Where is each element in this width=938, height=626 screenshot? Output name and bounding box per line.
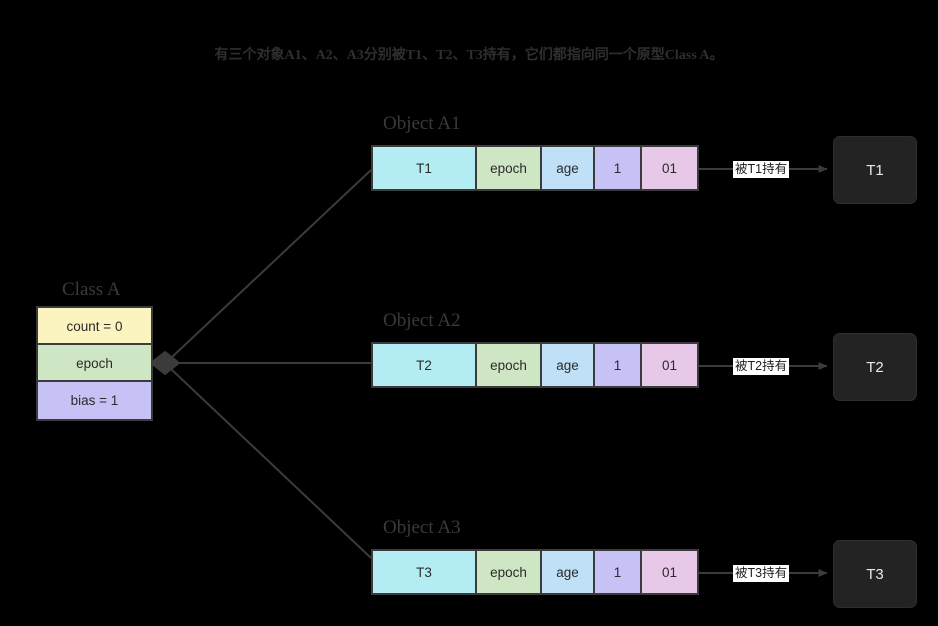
edge-label-held-by-t3: 被T3持有 xyxy=(733,565,790,582)
class-a-heading: Class A xyxy=(62,279,121,300)
object-a1-cell-flag: 01 xyxy=(642,147,697,189)
object-a1-heading: Object A1 xyxy=(383,113,461,134)
thread-box-t1: T1 xyxy=(833,136,917,204)
aggregation-diamond-icon xyxy=(149,350,181,376)
object-a3-cell-epoch: epoch xyxy=(477,551,542,593)
object-a2-cell-name: T2 xyxy=(373,344,477,386)
diagram-title: 有三个对象A1、A2、A3分别被T1、T2、T3持有，它们都指向同一个原型Cla… xyxy=(214,48,724,63)
object-a2-cell-one: 1 xyxy=(595,344,642,386)
object-a3-row: T3 epoch age 1 01 xyxy=(371,549,699,595)
object-a3-cell-name: T3 xyxy=(373,551,477,593)
object-a1-cell-age: age xyxy=(542,147,595,189)
object-a1-cell-one: 1 xyxy=(595,147,642,189)
edge-classa-to-object-a1 xyxy=(170,169,372,359)
class-a-box: count = 0 epoch bias = 1 xyxy=(36,306,153,421)
edge-classa-to-object-a3 xyxy=(170,368,372,559)
object-a2-cell-age: age xyxy=(542,344,595,386)
object-a1-cell-name: T1 xyxy=(373,147,477,189)
object-a2-cell-flag: 01 xyxy=(642,344,697,386)
edge-label-held-by-t1: 被T1持有 xyxy=(733,161,790,178)
object-a1-row: T1 epoch age 1 01 xyxy=(371,145,699,191)
thread-box-t2: T2 xyxy=(833,333,917,401)
object-a2-row: T2 epoch age 1 01 xyxy=(371,342,699,388)
object-a2-cell-epoch: epoch xyxy=(477,344,542,386)
object-a1-cell-epoch: epoch xyxy=(477,147,542,189)
object-a3-cell-flag: 01 xyxy=(642,551,697,593)
edge-label-held-by-t2: 被T2持有 xyxy=(733,358,790,375)
class-a-row-count: count = 0 xyxy=(38,308,151,345)
object-a3-cell-age: age xyxy=(542,551,595,593)
class-a-row-bias: bias = 1 xyxy=(38,382,151,419)
thread-box-t3: T3 xyxy=(833,540,917,608)
object-a3-heading: Object A3 xyxy=(383,517,461,538)
object-a2-heading: Object A2 xyxy=(383,310,461,331)
class-a-row-epoch: epoch xyxy=(38,345,151,382)
object-a3-cell-one: 1 xyxy=(595,551,642,593)
